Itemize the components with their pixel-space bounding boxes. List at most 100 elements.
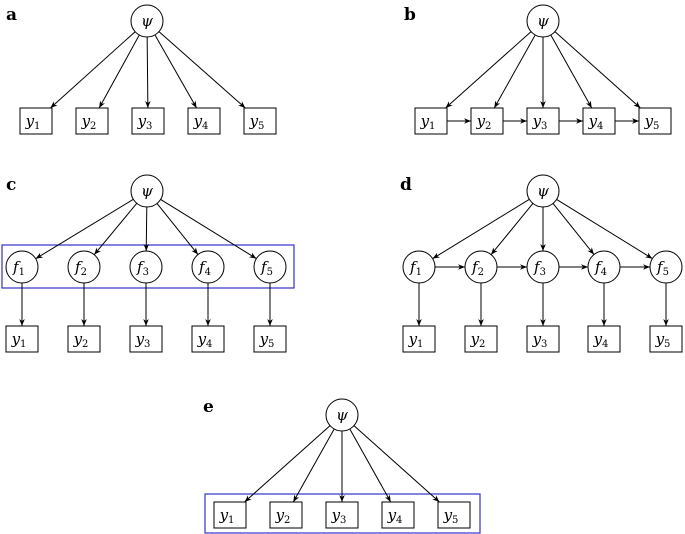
node-box: [638, 107, 672, 135]
node-y1: y1: [19, 107, 53, 135]
node-psi: ψ: [526, 174, 560, 208]
node-label-subscript: 4: [602, 339, 608, 350]
node-label: y4: [593, 330, 609, 350]
node-label-main: y: [193, 112, 203, 130]
node-circle: [526, 174, 560, 208]
node-label-main: y: [655, 330, 665, 348]
panel-label: d: [400, 175, 412, 195]
node-box: [437, 501, 471, 529]
node-f1: f1: [5, 250, 39, 284]
node-label: y1: [219, 506, 235, 526]
node-label-main: ψ: [336, 406, 348, 424]
node-label: y1: [11, 330, 27, 350]
node-label: y3: [135, 330, 151, 350]
node-y3: y3: [526, 325, 560, 353]
node-f4: f4: [191, 250, 225, 284]
node-label-main: y: [588, 112, 598, 130]
node-y1: y1: [414, 107, 448, 135]
node-label: y2: [476, 112, 492, 132]
node-y4: y4: [587, 325, 621, 353]
edge-psi-to-y4: [154, 34, 198, 109]
node-label: f3: [533, 258, 546, 278]
node-label: y4: [387, 506, 403, 526]
node-y5: y5: [437, 501, 471, 529]
node-label-main: y: [476, 112, 486, 130]
node-label-main: y: [11, 330, 21, 348]
node-box: [587, 325, 621, 353]
edge-psi-to-y5: [353, 425, 440, 503]
panel-label: c: [6, 175, 16, 195]
edge-psi-to-f1: [35, 198, 134, 260]
node-box: [649, 325, 683, 353]
node-label-subscript: 3: [541, 121, 547, 132]
node-label-subscript: 3: [540, 267, 546, 278]
node-label-subscript: 2: [478, 267, 484, 278]
node-circle: [130, 4, 164, 38]
node-label-subscript: 5: [452, 515, 458, 526]
edge-psi-to-y2: [98, 34, 140, 109]
node-label-main: f: [594, 258, 603, 276]
node-label-subscript: 2: [284, 515, 290, 526]
node-label-main: y: [644, 112, 654, 130]
node-label-subscript: 5: [663, 267, 669, 278]
node-label-main: ψ: [141, 12, 153, 30]
node-label-subscript: 2: [81, 267, 87, 278]
node-box: [414, 107, 448, 135]
node-f3: f3: [526, 250, 560, 284]
node-label-subscript: 3: [144, 339, 150, 350]
node-y2: y2: [464, 325, 498, 353]
node-box: [470, 107, 504, 135]
node-box: [213, 501, 247, 529]
node-f3: f3: [129, 250, 163, 284]
node-label-main: y: [593, 330, 603, 348]
node-label: f3: [136, 258, 149, 278]
node-label: y4: [197, 330, 213, 350]
node-box: [191, 325, 225, 353]
node-label-subscript: 1: [20, 339, 26, 350]
node-label: y2: [275, 506, 291, 526]
node-label: y5: [443, 506, 459, 526]
node-circle: [402, 250, 436, 284]
node-label: f4: [594, 258, 607, 278]
node-label-main: y: [532, 112, 542, 130]
node-label: ψ: [537, 182, 549, 200]
node-label-main: f: [12, 258, 21, 276]
node-label-subscript: 1: [429, 121, 435, 132]
node-box: [243, 107, 277, 135]
panel-label: b: [404, 5, 416, 25]
node-label-main: y: [73, 330, 83, 348]
node-label: f4: [198, 258, 211, 278]
node-label-subscript: 2: [90, 121, 96, 132]
edge-psi-to-f3: [143, 206, 150, 252]
node-label: y3: [137, 112, 153, 132]
node-y3: y3: [526, 107, 560, 135]
node-y4: y4: [187, 107, 221, 135]
edge-psi-to-f4: [552, 203, 595, 255]
node-circle: [5, 250, 39, 284]
edge-psi-to-y1: [50, 31, 136, 109]
node-label: ψ: [336, 406, 348, 424]
edge-psi-to-y5: [158, 31, 246, 109]
node-label-main: y: [387, 506, 397, 524]
node-label-main: y: [331, 506, 341, 524]
node-box: [402, 325, 436, 353]
panel-label: a: [6, 5, 17, 25]
node-box: [5, 325, 39, 353]
node-box: [526, 325, 560, 353]
node-y5: y5: [253, 325, 287, 353]
node-y4: y4: [381, 501, 415, 529]
node-label: ψ: [537, 12, 549, 30]
panel-label: e: [203, 397, 214, 417]
edge-psi-to-y4: [349, 428, 392, 503]
node-label-main: f: [198, 258, 207, 276]
node-y2: y2: [269, 501, 303, 529]
node-label: f5: [260, 258, 273, 278]
node-label-subscript: 5: [664, 339, 670, 350]
node-label-subscript: 2: [82, 339, 88, 350]
node-label-subscript: 4: [206, 339, 212, 350]
node-label: y4: [193, 112, 209, 132]
node-label-subscript: 3: [146, 121, 152, 132]
node-box: [582, 107, 616, 135]
node-label-main: f: [471, 258, 480, 276]
